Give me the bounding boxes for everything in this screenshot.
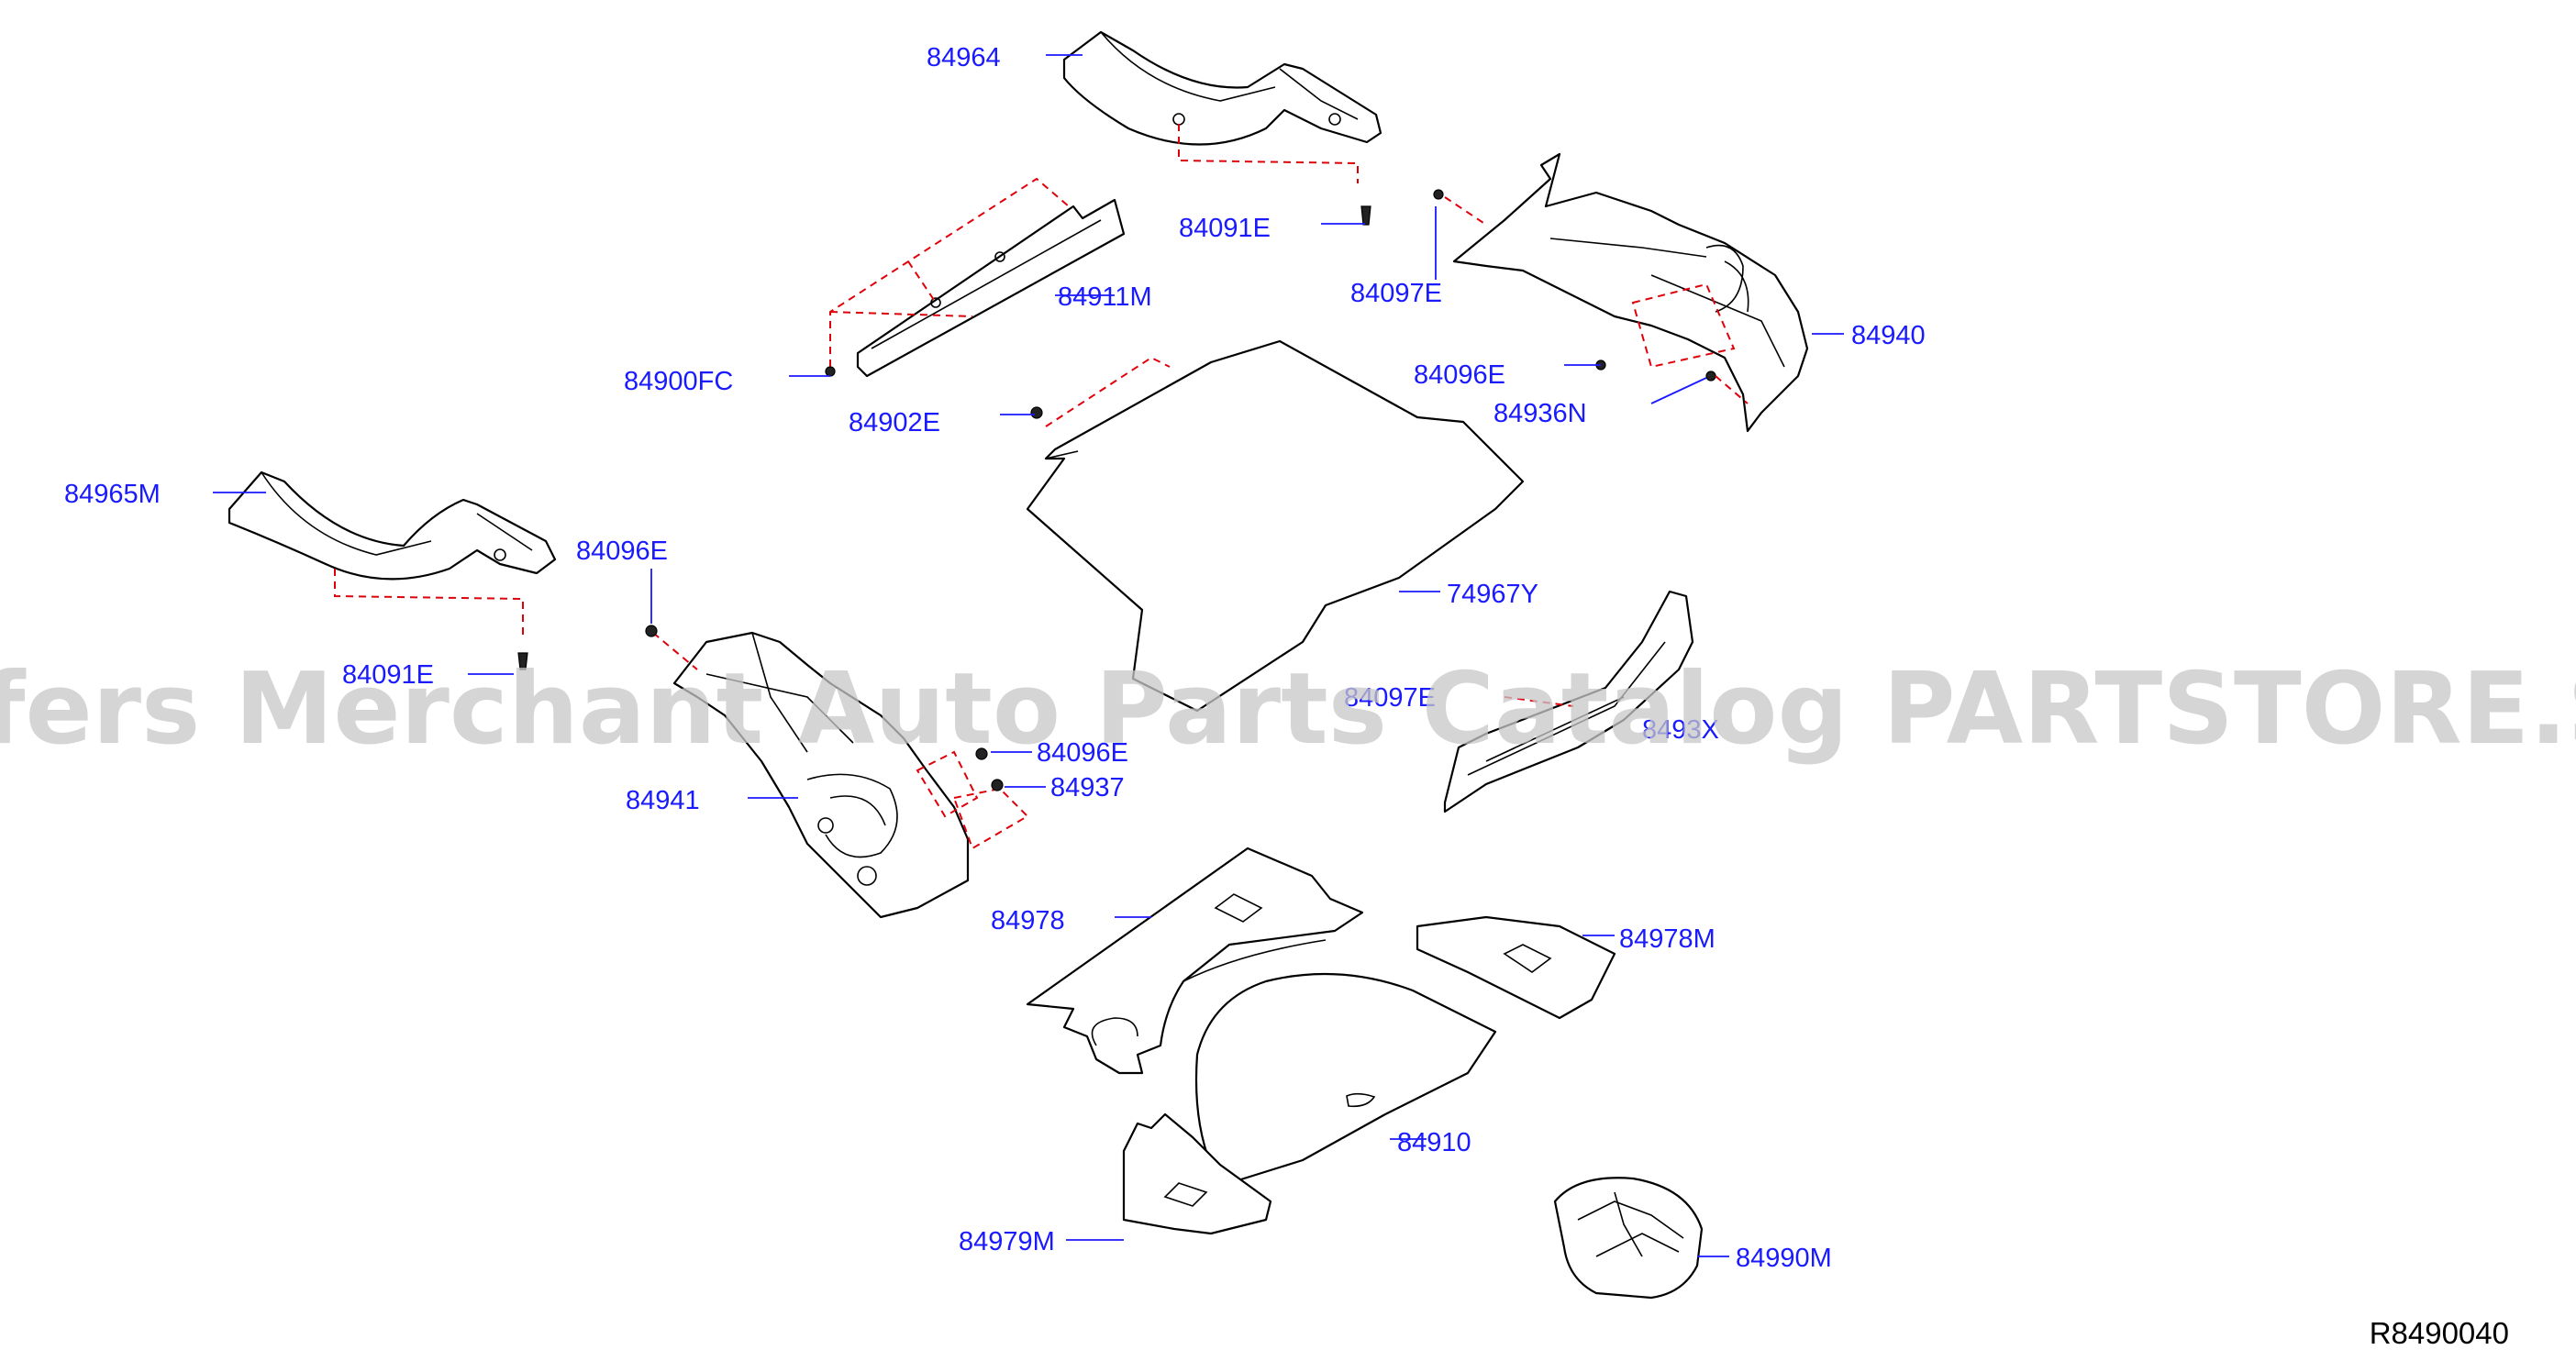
leader-lines	[213, 54, 1844, 1257]
part-74967Y	[1026, 339, 1525, 713]
part-84978M	[1416, 915, 1616, 1020]
label-84936N: 84936N	[1493, 399, 1587, 428]
clip-84937	[991, 779, 1004, 791]
diagram-reference-code: R8490040	[2370, 1316, 2509, 1350]
label-84979M: 84979M	[959, 1227, 1055, 1256]
label-84940: 84940	[1851, 321, 1926, 350]
label-84097E-mid: 84097E	[1344, 683, 1436, 713]
clip-84096E-left	[645, 625, 658, 637]
clip-84936N	[1705, 371, 1716, 382]
part-84990M	[1553, 1177, 1704, 1300]
clip-84097E-top	[1433, 189, 1444, 200]
clip-84900FC	[825, 366, 836, 377]
clip-84902E	[1030, 406, 1043, 419]
label-8493X: 8493X	[1642, 715, 1719, 745]
label-84910: 84910	[1397, 1128, 1471, 1157]
part-84964	[1062, 30, 1382, 183]
label-84990M: 84990M	[1736, 1244, 1832, 1273]
watermark-text: Offers Merchant Auto Parts Catalog PARTS…	[0, 652, 2576, 767]
clip-84096E-mid	[975, 747, 988, 760]
part-84941	[652, 631, 1029, 919]
label-84937: 84937	[1050, 773, 1125, 802]
part-84978	[1026, 846, 1364, 1075]
label-84941: 84941	[626, 786, 700, 815]
label-84900FC: 84900FC	[624, 367, 733, 396]
label-84978M: 84978M	[1619, 924, 1715, 954]
label-84902E: 84902E	[849, 408, 940, 437]
part-84911M	[829, 177, 1126, 378]
clip-84091E-left	[517, 652, 528, 670]
part-8493X	[1443, 590, 1694, 813]
part-84979M	[1122, 1112, 1272, 1235]
label-84096E-left: 84096E	[576, 537, 668, 566]
part-84910	[1194, 972, 1497, 1185]
part-labels: 84964 84091E 84097E 84911M 84940 84096E …	[64, 43, 1926, 1273]
label-84965M: 84965M	[64, 480, 161, 509]
part-84965M	[228, 470, 557, 637]
part-84940	[1444, 152, 1809, 433]
label-84091E-left: 84091E	[342, 660, 434, 690]
label-84911M: 84911M	[1058, 282, 1152, 312]
label-84096E-right: 84096E	[1414, 360, 1505, 390]
label-74967Y: 74967Y	[1447, 580, 1538, 609]
clip-84091E-top	[1360, 205, 1371, 226]
label-84978: 84978	[991, 906, 1065, 935]
label-84091E-top: 84091E	[1179, 214, 1271, 243]
label-84097E-top: 84097E	[1350, 279, 1442, 308]
label-84096E-mid: 84096E	[1037, 738, 1128, 768]
label-84964: 84964	[927, 43, 1001, 72]
